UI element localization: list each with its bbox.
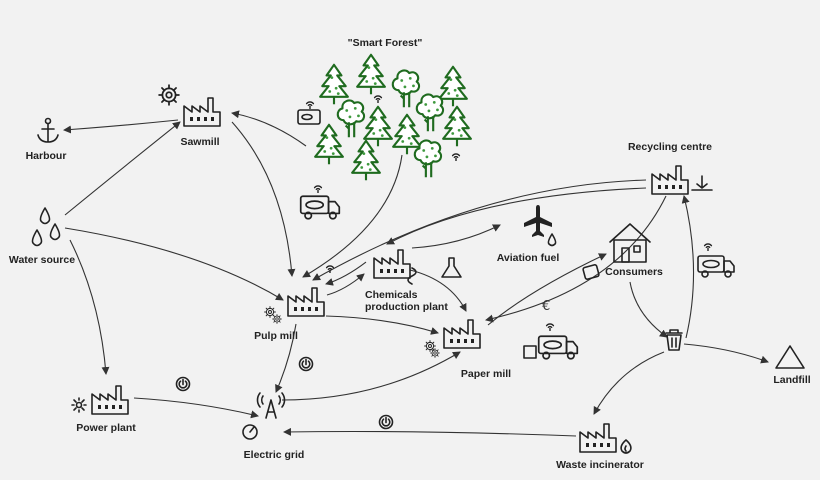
arrow-pulp-grid: [275, 323, 297, 393]
tree-icon: [351, 139, 381, 182]
delivery-truck-icon: [523, 323, 579, 360]
power-icon: [298, 356, 314, 372]
tree-icon: [336, 99, 366, 139]
euro-icon: €: [542, 299, 550, 314]
arrow-recycling-pulp: [312, 179, 647, 281]
bin-icon: [665, 329, 683, 351]
wifi-icon: [703, 243, 713, 251]
arrow-incinerator-grid: [283, 427, 577, 437]
tree-icon: [438, 65, 468, 108]
transmission-tower-icon: [256, 392, 286, 419]
factory-icon: [91, 385, 129, 415]
factory-icon: [373, 249, 411, 279]
tree-icon: [363, 105, 393, 148]
arrow-grid-paper: [281, 351, 461, 401]
truck-icon: [299, 185, 341, 220]
tree-icon: [415, 93, 445, 133]
anchor-icon: [37, 117, 59, 143]
landfill-label: Landfill: [773, 374, 811, 386]
factory-icon: [287, 287, 325, 317]
arrow-paper-consumers: [487, 253, 607, 326]
smart-forest-label: "Smart Forest": [347, 37, 423, 49]
arrow-power-grid: [133, 397, 259, 419]
factory-icon: [651, 165, 689, 195]
arrow-recycling-chemicals: [386, 187, 647, 245]
waste-incinerator-label: Waste incinerator: [556, 459, 644, 471]
consumers-label: Consumers: [605, 266, 663, 278]
power-icon: [175, 376, 191, 392]
paper-mill-label: Paper mill: [460, 368, 512, 380]
arrow-pulp-paper: [325, 315, 439, 335]
gear-icon: [158, 84, 180, 106]
arrow-pulp-chemicals: [326, 273, 365, 296]
tree-icon: [314, 123, 344, 166]
chemicals-plant-label: Chemicals production plant: [365, 289, 448, 313]
power-icon: [378, 414, 394, 430]
gear-icon: [430, 348, 440, 358]
tree-icon: [319, 63, 349, 106]
recycling-centre-label: Recycling centre: [627, 141, 713, 153]
factory-icon: [443, 319, 481, 349]
arrow-water-sawmill: [64, 121, 181, 216]
arrow-water-pulp: [64, 227, 284, 301]
factory-icon: [183, 97, 221, 127]
flower-icon: [71, 397, 87, 413]
sawmill-label: Sawmill: [180, 136, 220, 148]
arrow-forest-pulp: [302, 154, 403, 278]
drop-icon: [547, 233, 557, 247]
arrow-bin-incinerator: [593, 351, 665, 415]
power-plant-label: Power plant: [76, 422, 136, 434]
shopping-bag-icon: [582, 264, 600, 280]
water-source-label: Water source: [8, 254, 76, 266]
meter-icon: [242, 424, 258, 440]
house-icon: [609, 223, 651, 263]
smart-forest: [297, 53, 472, 182]
pulp-mill-label: Pulp mill: [254, 330, 298, 342]
arrow-bin-recycling: [681, 195, 695, 339]
factory-icon: [579, 423, 617, 453]
tree-icon: [392, 113, 422, 156]
landfill-icon: [775, 345, 805, 369]
arrow-water-power: [69, 239, 110, 375]
sensor-icon: [297, 101, 321, 125]
airplane-icon: [524, 205, 552, 237]
aviation-fuel-label: Aviation fuel: [496, 252, 560, 264]
wifi-icon: [451, 153, 461, 161]
dna-icon: [407, 267, 417, 285]
wifi-icon: [373, 95, 383, 103]
arrow-forest-sawmill: [231, 110, 307, 147]
arrow-sawmill-pulp: [231, 121, 296, 277]
flow-arrows: [63, 110, 769, 437]
tree-icon: [413, 139, 443, 179]
gear-icon: [424, 340, 436, 352]
recycle-tray-icon: [691, 175, 713, 191]
tree-icon: [356, 53, 386, 96]
electric-grid-label: Electric grid: [243, 449, 305, 461]
tree-icon: [442, 105, 472, 148]
harbour-label: Harbour: [25, 150, 67, 162]
arrow-chemicals-pulp: [325, 261, 367, 286]
water-drops-icon: [31, 207, 61, 247]
arrow-bin-landfill: [683, 343, 769, 364]
flame-icon: [620, 439, 632, 454]
gear-icon: [272, 314, 282, 324]
arrow-chemicals-paper: [409, 269, 467, 312]
arrow-sawmill-harbour: [63, 119, 179, 134]
arrow-consumers-bin: [629, 281, 668, 338]
arrow-chemicals-aviation: [411, 224, 501, 249]
flask-icon: [441, 257, 462, 278]
tree-icon: [391, 69, 421, 109]
truck-icon: [697, 255, 735, 278]
